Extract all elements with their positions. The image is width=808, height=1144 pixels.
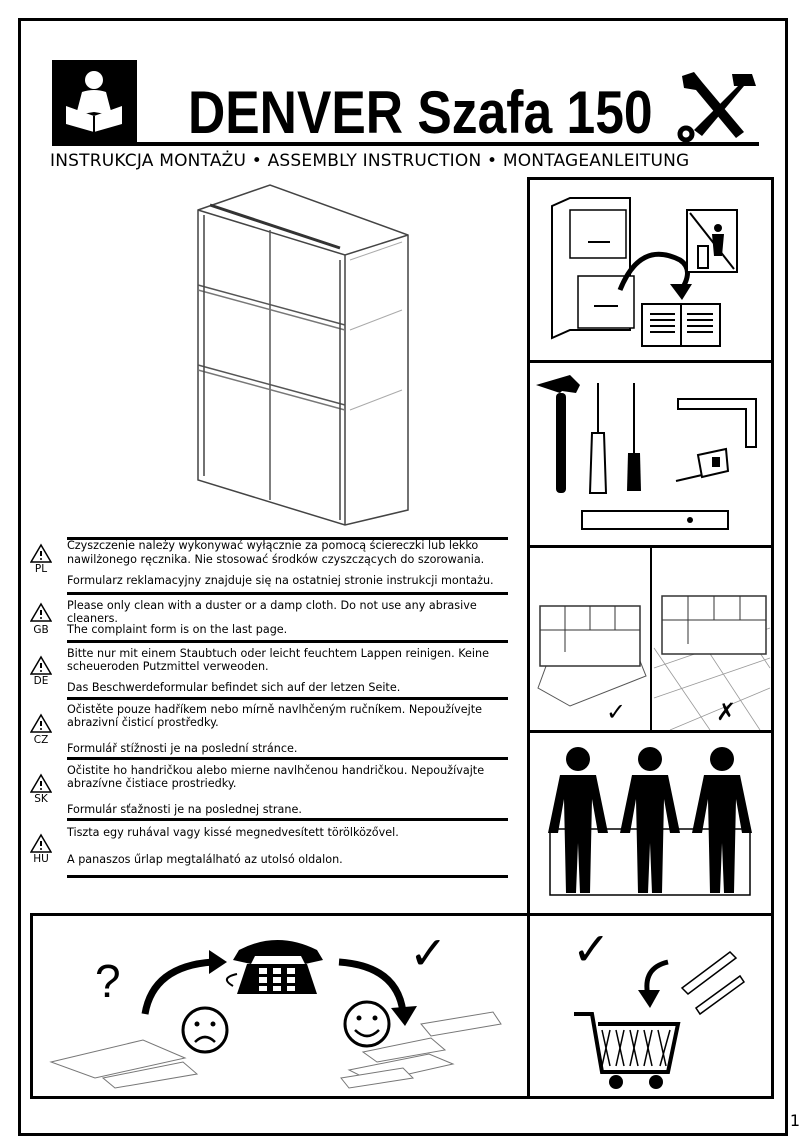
floor-assembly-panel: ✓ ✗: [527, 545, 774, 733]
check-mark: ✓: [606, 698, 627, 726]
three-person-assembly-panel: [527, 730, 774, 918]
warning-text-gb-2: The complaint form is on the last page.: [67, 623, 288, 636]
warning-text-cz-3: Formulář stížnosti je na poslední stránc…: [67, 742, 298, 755]
warning-rule: [67, 875, 508, 878]
drawer-store-instructions-panel: [527, 177, 774, 363]
warning-text-de-3: Das Beschwerdeformular befindet sich auf…: [67, 681, 401, 694]
warning-rule: [67, 697, 508, 700]
person-reading-icon: [52, 60, 137, 145]
cross-mark: ✗: [716, 698, 737, 726]
warning-triangle-icon: [30, 833, 52, 853]
page-number: 1: [789, 1111, 800, 1130]
lang-label-cz: CZ: [33, 734, 49, 746]
warning-text-de-2: scheueroden Putzmittel verweoden.: [67, 660, 269, 673]
warning-triangle-icon: [30, 602, 52, 622]
warning-text-cz-1: Očistěte pouze hadříkem nebo mírně navlh…: [67, 703, 483, 716]
lang-label-hu: HU: [33, 853, 49, 865]
warning-text-de-1: Bitte nur mit einem Staubtuch oder leich…: [67, 647, 489, 660]
lang-label-de: DE: [33, 675, 49, 687]
warning-rule: [67, 818, 508, 821]
warning-text-hu-2: A panaszos űrlap megtalálható az utolsó …: [67, 853, 343, 866]
warning-triangle-icon: [30, 713, 52, 733]
warning-triangle-icon: [30, 773, 52, 793]
lang-label-pl: PL: [34, 563, 48, 575]
warning-triangle-icon: [30, 543, 52, 563]
complaint-process-panel: ? ✓: [30, 913, 530, 1099]
warning-rule: [67, 592, 508, 595]
warning-text-hu-1: Tiszta egy ruhával vagy kissé megnedvesí…: [67, 826, 399, 839]
warning-rule: [67, 640, 508, 643]
title-rule: [52, 142, 759, 146]
shop-parts-panel: ✓: [527, 913, 774, 1099]
warning-text-gb-1: Please only clean with a duster or a dam…: [67, 599, 477, 625]
warning-text-pl-3: Formularz reklamacyjny znajduje się na o…: [67, 574, 494, 587]
question-mark: ?: [95, 955, 121, 1007]
warning-text-pl-2: nawilżonego ręcznika. Nie stosować środk…: [67, 553, 485, 566]
hammer-wrench-icon: [672, 68, 758, 143]
warning-text-cz-2: abrazivní čisticí prostředky.: [67, 716, 219, 729]
warning-triangle-icon: [30, 655, 52, 675]
check-mark: ✓: [572, 922, 611, 976]
warning-rule: [67, 757, 508, 760]
check-mark: ✓: [409, 926, 448, 980]
wardrobe-illustration: [190, 180, 415, 530]
page-subtitle: INSTRUKCJA MONTAŻU • ASSEMBLY INSTRUCTIO…: [50, 151, 690, 171]
page-frame: [18, 18, 788, 1136]
warning-rule: [67, 537, 508, 540]
lang-label-sk: SK: [34, 793, 48, 805]
page-title: DENVER Szafa 150: [188, 79, 653, 146]
warning-text-sk-3: Formulár sťažnosti je na poslednej stran…: [67, 803, 302, 816]
warning-text-sk-1: Očistite ho handričkou alebo mierne navl…: [67, 764, 485, 777]
required-tools-panel: [527, 360, 774, 548]
warning-text-pl-1: Czyszczenie należy wykonywać wyłącznie z…: [67, 539, 479, 552]
warning-text-sk-2: abrazívne čistiace prostriedky.: [67, 777, 237, 790]
lang-label-gb: GB: [33, 624, 49, 636]
